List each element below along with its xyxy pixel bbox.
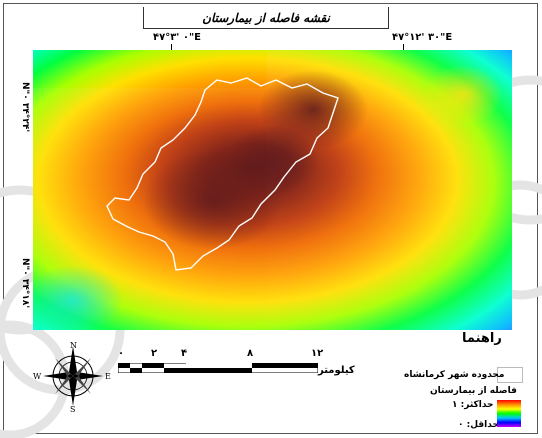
map-title-box: نقشه فاصله از بیمارستان xyxy=(143,7,389,29)
left-coord-top: N"۰ ۳۴°۲۴' xyxy=(20,82,30,133)
legend-min-label: حداقل: ۰ xyxy=(458,420,499,430)
map-title: نقشه فاصله از بیمارستان xyxy=(202,11,330,25)
legend-color-ramp xyxy=(497,400,521,427)
top-tick-left xyxy=(171,44,172,50)
top-tick-right xyxy=(403,44,404,50)
scale-label-12: ۱۲ xyxy=(311,348,324,359)
legend-max-label: حداکثر: ۱ xyxy=(452,400,494,410)
scale-label-4: ۴ xyxy=(181,348,188,359)
legend-title: راهنما xyxy=(462,331,502,346)
scale-unit-label: کیلومتر xyxy=(318,365,355,376)
scale-label-0: ۰ xyxy=(118,348,125,359)
legend-ramp-title: فاصله از بیمارستان xyxy=(430,386,517,396)
distance-raster-map xyxy=(33,50,512,330)
scale-label-2: ۲ xyxy=(151,348,158,359)
scale-label-8: ۸ xyxy=(247,348,254,359)
legend-boundary-label: محدوده شهر کرمانشاه xyxy=(404,370,505,380)
scale-bar xyxy=(118,363,318,373)
compass-rose-icon: N S W E xyxy=(33,342,111,412)
compass-w: W xyxy=(33,372,42,381)
kermanshah-city-boundary xyxy=(106,77,339,271)
compass-e: E xyxy=(105,372,111,381)
left-coord-bottom: N"۰ ۳۴°۱۸' xyxy=(20,258,30,309)
top-coord-left: ۴۷°۳' ۰"E xyxy=(153,32,201,43)
top-coord-right: ۴۷°۱۲' ۳۰"E xyxy=(392,32,453,43)
compass-n: N xyxy=(70,342,77,350)
legend-boundary-swatch xyxy=(497,367,523,383)
compass-s: S xyxy=(70,405,75,412)
